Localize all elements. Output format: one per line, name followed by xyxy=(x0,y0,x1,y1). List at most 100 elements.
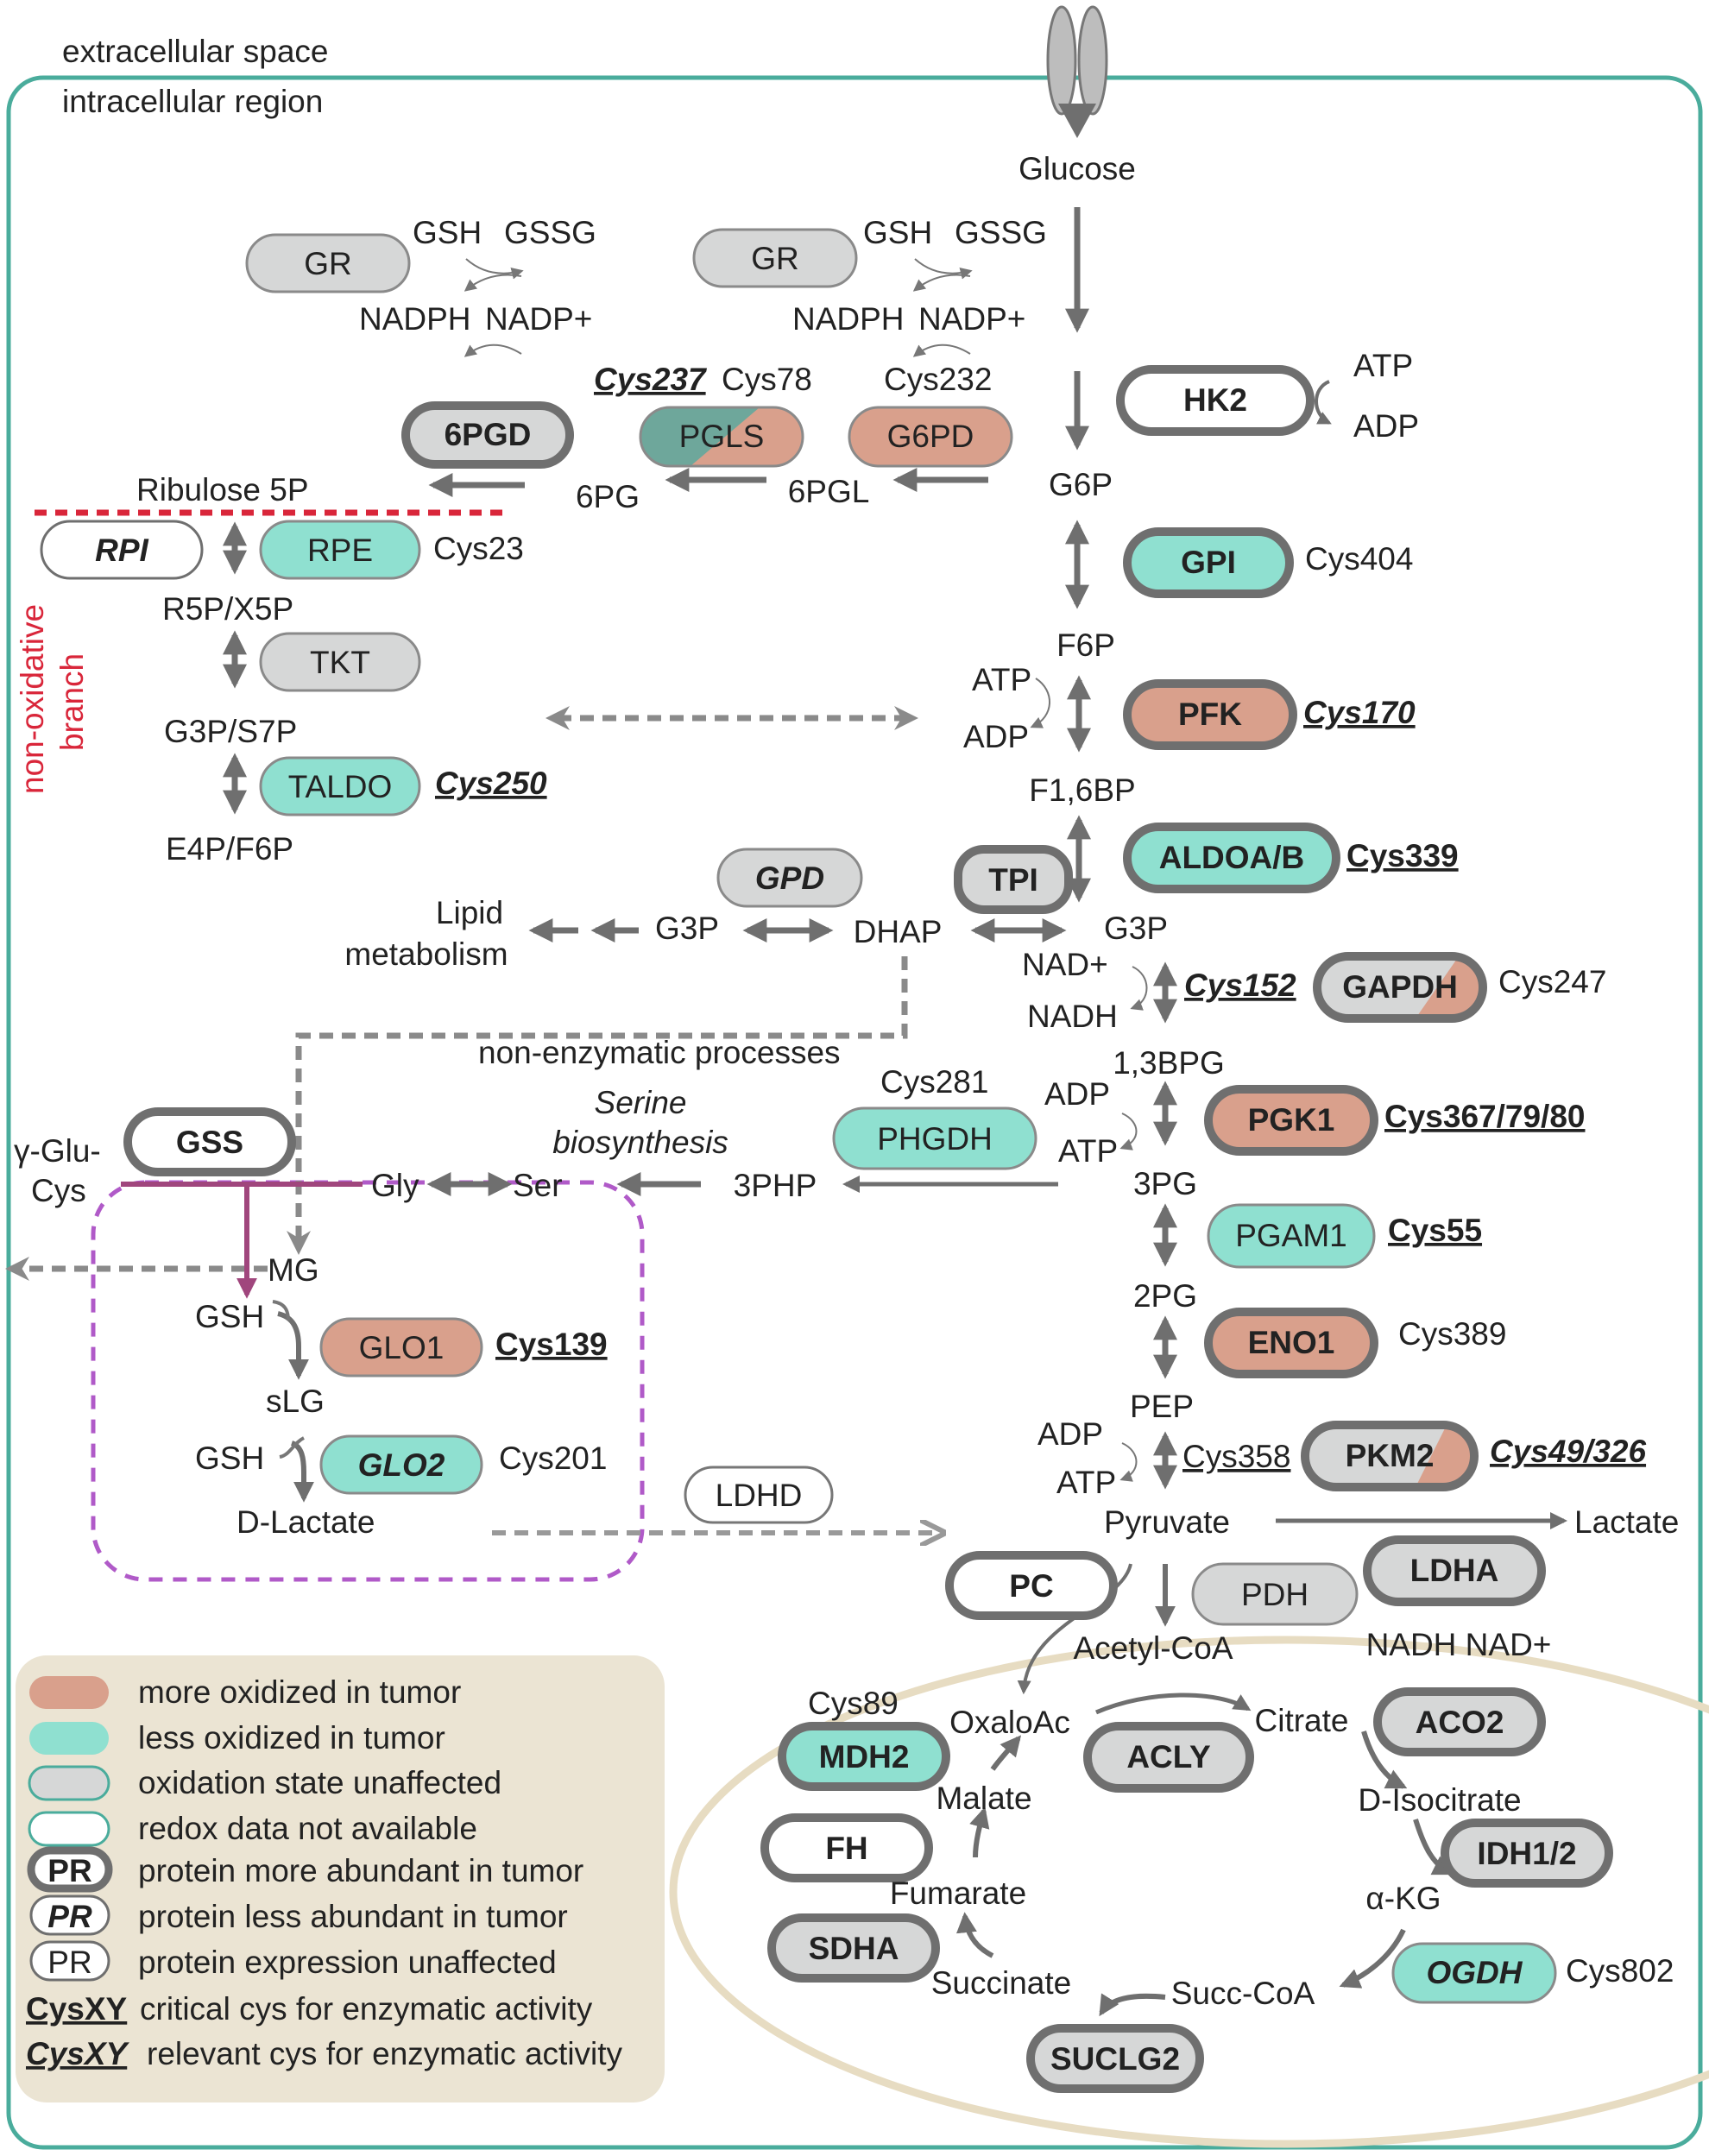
metabolite-2pg: 2PG xyxy=(1133,1278,1197,1314)
legend-text-less-abundant: protein less abundant in tumor xyxy=(138,1899,568,1934)
legend-pr-plain: PR xyxy=(47,1945,91,1980)
legend-swatch-more-abundant xyxy=(27,1846,113,1893)
cys-250: Cys250 xyxy=(435,766,547,801)
metabolite-dhap: DHAP xyxy=(854,914,943,949)
metabolite-akg: α-KG xyxy=(1365,1881,1441,1916)
metabolite-glucys-1: γ-Glu- xyxy=(14,1133,101,1169)
cys-170: Cys170 xyxy=(1303,695,1416,730)
enzyme-pgam1: PGAM1 xyxy=(1207,1203,1376,1269)
enzyme-rpe: RPE xyxy=(259,520,421,580)
svg-text:PC: PC xyxy=(1009,1568,1053,1604)
metabolite-malate: Malate xyxy=(936,1781,1031,1816)
legend-pr-bold: PR xyxy=(47,1853,91,1888)
cys-281: Cys281 xyxy=(880,1064,988,1100)
svg-text:GPD: GPD xyxy=(755,861,824,896)
enzyme-gr-2: GR xyxy=(692,228,858,288)
metabolite-acetylcoa: Acetyl-CoA xyxy=(1073,1630,1233,1666)
metabolite-gsh-glo1: GSH xyxy=(195,1299,264,1334)
cys-802: Cys802 xyxy=(1566,1953,1674,1989)
cys-389: Cys389 xyxy=(1398,1316,1506,1352)
metabolite-g3p-glyc: G3P xyxy=(1104,911,1168,946)
svg-text:PGK1: PGK1 xyxy=(1248,1102,1335,1138)
legend-text-more-abundant: protein more abundant in tumor xyxy=(138,1853,583,1888)
enzyme-tpi: TPI xyxy=(954,845,1073,914)
metabolite-3pg: 3PG xyxy=(1133,1166,1197,1201)
enzyme-g6pd: G6PD xyxy=(848,406,1013,468)
glyoxalase-system-box xyxy=(91,1180,645,1582)
metabolite-lactate: Lactate xyxy=(1574,1504,1679,1540)
intracellular-label: intracellular region xyxy=(62,84,323,119)
enzyme-pc: PC xyxy=(945,1551,1118,1620)
regions: extracellular space intracellular region xyxy=(6,5,1709,2150)
legend-text-unchanged: protein expression unaffected xyxy=(138,1945,557,1980)
label-non-enzymatic: non-enzymatic processes xyxy=(478,1035,841,1070)
cys-358: Cys358 xyxy=(1182,1439,1290,1474)
enzyme-fh: FH xyxy=(760,1813,933,1882)
svg-text:ALDOA/B: ALDOA/B xyxy=(1159,840,1305,875)
svg-text:6PGD: 6PGD xyxy=(445,417,532,452)
metabolite-lipid-2: metabolism xyxy=(344,936,508,972)
enzyme-ldhd: LDHD xyxy=(684,1466,834,1524)
legend-swatch-unchanged xyxy=(29,1940,110,1982)
enzyme-gpd: GPD xyxy=(716,848,863,908)
legend-swatch-unaffected xyxy=(28,1765,110,1801)
mitochondrion xyxy=(669,1636,1709,2148)
enzyme-gr-1: GR xyxy=(245,233,411,293)
metabolite-nadp-1: NADP+ xyxy=(485,301,592,337)
metabolite-atp-pk: ATP xyxy=(1056,1465,1116,1500)
enzyme-6pgd: 6PGD xyxy=(401,401,574,469)
svg-text:PFK: PFK xyxy=(1178,697,1242,732)
metabolite-pyruvate: Pyruvate xyxy=(1104,1504,1230,1540)
svg-text:GAPDH: GAPDH xyxy=(1342,969,1458,1005)
svg-text:HK2: HK2 xyxy=(1183,382,1247,418)
legend-cysxy-relevant: CysXY xyxy=(26,2036,130,2071)
metabolite-fumarate: Fumarate xyxy=(890,1875,1026,1911)
cys-139: Cys139 xyxy=(495,1327,608,1362)
cell-membrane xyxy=(6,75,1703,2150)
enzyme-glo2: GLO2 xyxy=(319,1434,483,1495)
svg-text:GR: GR xyxy=(304,246,352,281)
cys-89: Cys89 xyxy=(808,1686,899,1721)
cys-55: Cys55 xyxy=(1388,1213,1482,1248)
metabolite-gsh-1: GSH xyxy=(413,215,482,250)
metabolite-gsh-glo2: GSH xyxy=(195,1440,264,1476)
svg-text:RPI: RPI xyxy=(95,533,148,568)
enzyme-rpi: RPI xyxy=(40,520,204,580)
extracellular-label: extracellular space xyxy=(62,34,328,69)
reaction-arrows xyxy=(4,207,1567,2017)
legend-cysxy-critical: CysXY xyxy=(26,1991,128,2027)
enzyme-gpi: GPI xyxy=(1123,527,1294,598)
enzyme-acly: ACLY xyxy=(1083,1722,1254,1793)
cys-49: Cys49/326 xyxy=(1490,1434,1646,1469)
metabolite-dlactate: D-Lactate xyxy=(236,1504,375,1540)
cys-78: Cys78 xyxy=(722,362,812,397)
legend-text-critical: critical cys for enzymatic activity xyxy=(140,1991,593,2027)
enzyme-ogdh: OGDH xyxy=(1391,1942,1557,2004)
metabolite-f6p: F6P xyxy=(1056,627,1115,663)
cys-232: Cys232 xyxy=(884,362,992,397)
enzyme-pfk: PFK xyxy=(1123,679,1297,750)
enzyme-glo1: GLO1 xyxy=(319,1317,483,1377)
metabolite-oxaloac: OxaloAc xyxy=(949,1705,1070,1740)
metabolite-atp-pgk: ATP xyxy=(1058,1133,1118,1169)
metabolite-succinate: Succinate xyxy=(931,1965,1072,2001)
svg-text:OGDH: OGDH xyxy=(1427,1955,1523,1990)
cys-247: Cys247 xyxy=(1498,964,1606,999)
svg-text:GPI: GPI xyxy=(1181,545,1236,580)
metabolite-adp-pk: ADP xyxy=(1037,1416,1103,1452)
label-serine-2: biosynthesis xyxy=(552,1125,728,1160)
enzyme-idh: IDH1/2 xyxy=(1441,1819,1613,1888)
svg-text:ACLY: ACLY xyxy=(1126,1739,1211,1775)
metabolite-glucose: Glucose xyxy=(1018,151,1136,186)
metabolite-gsh-2: GSH xyxy=(863,215,932,250)
metabolite-lipid-1: Lipid xyxy=(436,895,503,930)
enzyme-phgdh: PHGDH xyxy=(832,1106,1037,1170)
glucose-transporter-icon xyxy=(1046,5,1108,138)
cysteine-labels: Cys237 Cys78 Cys232 Cys23 Cys404 Cys170 … xyxy=(433,362,1674,1989)
metabolite-6pgl: 6PGL xyxy=(788,474,870,509)
metabolite-nadp-2: NADP+ xyxy=(918,301,1025,337)
metabolite-adp-pgk: ADP xyxy=(1044,1076,1110,1112)
legend: PR PR PR CysXY CysXY more oxidized in tu… xyxy=(16,1655,665,2102)
metabolite-3php: 3PHP xyxy=(734,1168,817,1203)
metabolite-mg: MG xyxy=(268,1252,319,1288)
